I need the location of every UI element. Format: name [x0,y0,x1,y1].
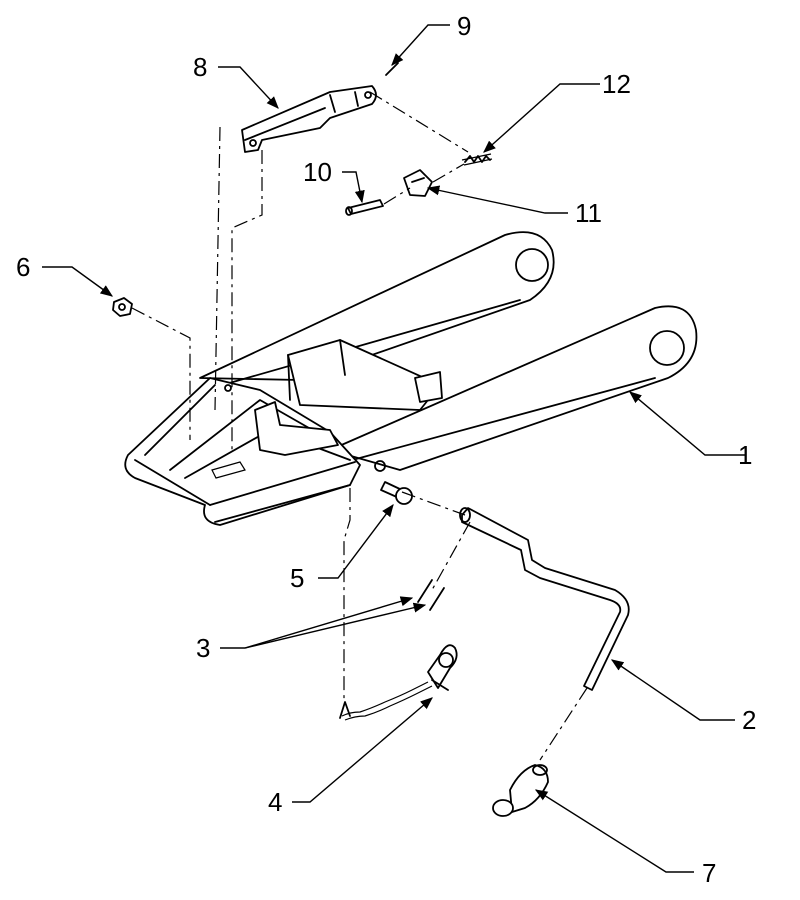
callout-1: 1 [629,391,752,470]
callout-number-5: 5 [290,563,304,593]
callout-number-11: 11 [575,198,602,228]
callout-4: 4 [268,697,433,817]
callout-number-9: 9 [457,11,471,41]
callout-number-2: 2 [742,705,756,735]
callout-7: 7 [534,789,716,888]
callout-number-7: 7 [702,858,716,888]
clevis-pin-part [345,199,384,216]
callout-9: 9 [391,11,471,66]
callout-number-12: 12 [602,69,631,99]
frame-arm-part [124,231,698,526]
callout-2: 2 [610,659,756,735]
callout-5: 5 [290,503,394,593]
latch-lever-part [241,85,377,153]
callout-8: 8 [193,52,279,109]
lynch-pin-part [339,644,458,721]
crank-handle-part [459,507,630,691]
callout-number-8: 8 [193,52,207,82]
callout-3: 3 [196,596,427,663]
spring-part [461,153,493,166]
cotter-pins-part [417,579,445,611]
nut-part [112,297,133,317]
callout-10: 10 [303,157,365,204]
grip-knob-part [492,764,549,817]
callout-number-1: 1 [738,440,752,470]
callout-6: 6 [16,252,114,297]
callout-number-3: 3 [196,633,210,663]
callout-number-6: 6 [16,252,30,282]
callout-number-10: 10 [303,157,332,187]
pivot-pin-part [380,481,413,505]
callout-number-4: 4 [268,787,282,817]
assembly-center-lines [131,91,588,761]
callout-11: 11 [426,185,602,228]
clip-part [403,169,433,197]
callout-12: 12 [483,69,631,153]
